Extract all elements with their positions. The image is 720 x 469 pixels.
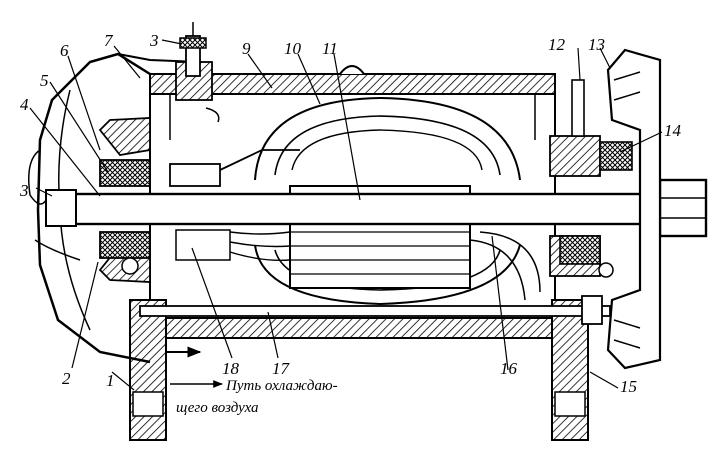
callout-18: 18 bbox=[222, 359, 240, 378]
callout-12: 12 bbox=[548, 35, 566, 54]
callout-16: 16 bbox=[500, 359, 518, 378]
callout-9: 9 bbox=[242, 39, 251, 58]
right-bearing-shield bbox=[549, 79, 633, 278]
mounting-feet bbox=[129, 299, 589, 441]
callout-17: 17 bbox=[272, 359, 291, 378]
stator-windings bbox=[254, 96, 541, 306]
callout-7: 7 bbox=[104, 31, 114, 50]
callout-3-terminal: 3 bbox=[149, 31, 159, 50]
callout-13: 13 bbox=[588, 35, 605, 54]
callout-11: 11 bbox=[322, 39, 338, 58]
callout-6: 6 bbox=[60, 41, 69, 60]
airflow-caption-line2: щего воздуха bbox=[176, 400, 259, 416]
callout-2: 2 bbox=[62, 369, 71, 388]
callout-1: 1 bbox=[106, 371, 115, 390]
pulley bbox=[606, 48, 662, 370]
terminal-post bbox=[175, 22, 220, 123]
left-bearing-shield bbox=[98, 117, 151, 283]
callout-14: 14 bbox=[664, 121, 682, 140]
callout-10: 10 bbox=[284, 39, 302, 58]
callout-5: 5 bbox=[40, 71, 49, 90]
leader-lines bbox=[29, 39, 663, 391]
callout-3-left: 3 bbox=[19, 181, 29, 200]
callout-labels: 1 2 3 3 4 5 6 7 18 9 10 11 12 13 14 15 1… bbox=[19, 31, 682, 396]
callout-4: 4 bbox=[20, 95, 29, 114]
airflow-caption: Путь охлаждаю- щего воздуха bbox=[170, 378, 338, 416]
shaft bbox=[45, 178, 708, 238]
airflow-caption-line1: Путь охлаждаю- bbox=[225, 378, 338, 394]
callout-15: 15 bbox=[620, 377, 637, 396]
through-bolt bbox=[139, 295, 611, 325]
